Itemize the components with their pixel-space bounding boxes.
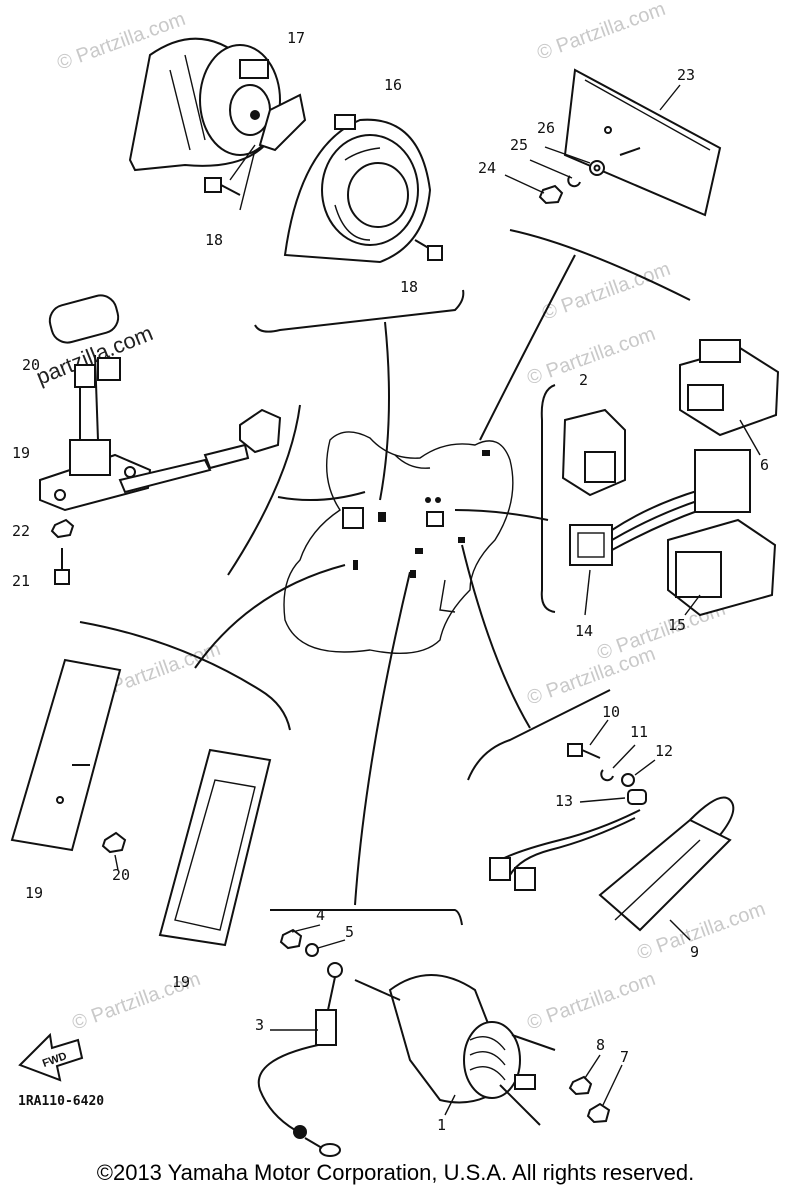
fwd-arrow-icon: FWD <box>18 1032 84 1082</box>
group-bracket <box>509 229 691 301</box>
group-bracket <box>227 404 301 576</box>
group-bracket <box>79 621 291 731</box>
washer-28 <box>589 160 605 176</box>
bolt-18 <box>414 239 443 261</box>
callout-18: 18 <box>205 231 223 249</box>
callout-18: 18 <box>400 278 418 296</box>
nut-4 <box>279 928 303 950</box>
callout-8: 8 <box>596 1036 605 1054</box>
callout-19: 19 <box>25 884 43 902</box>
callout-6: 6 <box>760 456 769 474</box>
grommet-13 <box>627 789 647 805</box>
watermark: © Partzilla.com <box>524 323 658 390</box>
callout-23: 21 <box>12 572 30 590</box>
washer-27 <box>567 175 581 188</box>
callout-28: 26 <box>537 119 555 137</box>
group-bracket <box>540 384 556 613</box>
nut-7 <box>586 1102 611 1124</box>
reflector-25 <box>563 68 722 217</box>
fuel-sender-21 <box>39 354 282 512</box>
callout-3: 3 <box>255 1016 264 1034</box>
group-bracket <box>270 909 463 926</box>
callout-11: 11 <box>630 723 648 741</box>
callout-20: 20 <box>112 866 130 884</box>
diagram-code: 1RA110-6420 <box>18 1094 104 1109</box>
callout-24: 22 <box>12 522 30 540</box>
callout-26: 24 <box>478 159 496 177</box>
washer-11 <box>600 769 614 782</box>
group-bracket <box>467 689 611 781</box>
watermark: © Partzilla.com <box>524 968 658 1035</box>
washer-5 <box>305 943 319 957</box>
frame-outline <box>283 431 514 655</box>
screw-23 <box>54 548 70 585</box>
connector-15 <box>667 518 777 617</box>
connector-14 <box>569 449 751 566</box>
nut-20 <box>101 831 127 854</box>
callout-27: 25 <box>510 136 528 154</box>
callout-14: 14 <box>575 622 593 640</box>
watermark: © Partzilla.com <box>539 258 673 325</box>
group-bracket <box>254 289 465 333</box>
gasket-22 <box>48 294 120 344</box>
horn-17 <box>128 37 307 172</box>
cable-3 <box>257 962 343 1157</box>
callout-15: 15 <box>668 616 686 634</box>
unit-6 <box>679 339 780 437</box>
callout-16: 16 <box>384 76 402 94</box>
relay-2 <box>561 408 626 497</box>
callout-13: 13 <box>555 792 573 810</box>
nut-8 <box>568 1075 593 1096</box>
callout-4: 4 <box>316 906 325 924</box>
callout-21: 19 <box>12 444 30 462</box>
screw-10 <box>567 743 601 759</box>
bolt-18 <box>204 144 256 211</box>
callout-9: 9 <box>690 943 699 961</box>
callout-17: 17 <box>287 29 305 47</box>
callout-19: 19 <box>172 973 190 991</box>
starter-relay-1 <box>354 974 556 1126</box>
reflector-19 <box>158 748 272 947</box>
nut-26 <box>538 184 564 205</box>
callout-12: 12 <box>655 742 673 760</box>
reflector-19 <box>10 658 122 852</box>
callout-layer: 17 16 18 18 23 26 25 24 20 19 22 21 2 6 … <box>12 29 769 1134</box>
callout-22: 20 <box>22 356 40 374</box>
washer-12 <box>621 773 635 787</box>
callout-7: 7 <box>620 1048 629 1066</box>
nut-24 <box>50 518 75 539</box>
regulator-9 <box>489 796 735 932</box>
callout-5: 5 <box>345 923 354 941</box>
callout-2: 2 <box>579 371 588 389</box>
horn-16 <box>283 114 432 264</box>
watermark: © Partzilla.com <box>534 0 668 65</box>
callout-10: 10 <box>602 703 620 721</box>
callout-25: 23 <box>677 66 695 84</box>
copyright-notice: ©2013 Yamaha Motor Corporation, U.S.A. A… <box>96 1160 695 1185</box>
callout-1: 1 <box>437 1116 446 1134</box>
